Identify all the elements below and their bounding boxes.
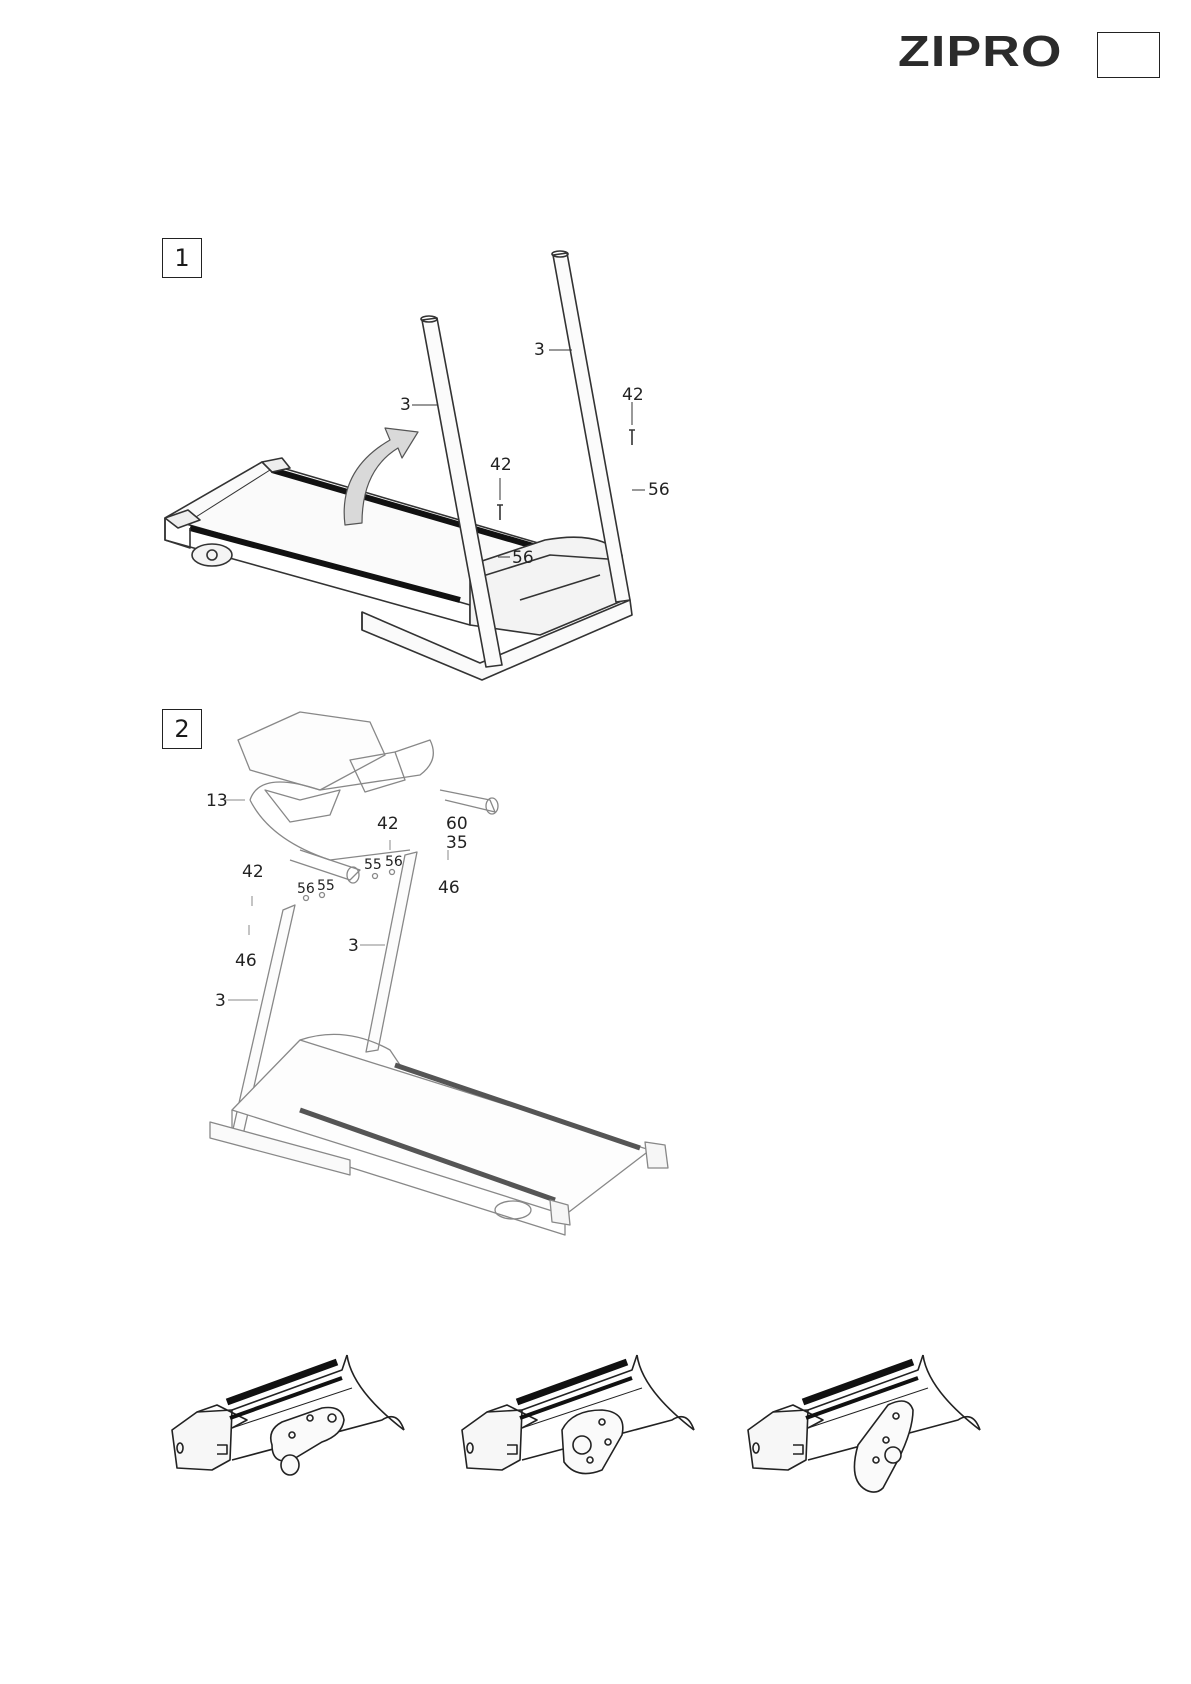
incline-position-1 (172, 1355, 404, 1475)
incline-position-3 (748, 1355, 980, 1492)
incline-position-2 (462, 1355, 694, 1474)
